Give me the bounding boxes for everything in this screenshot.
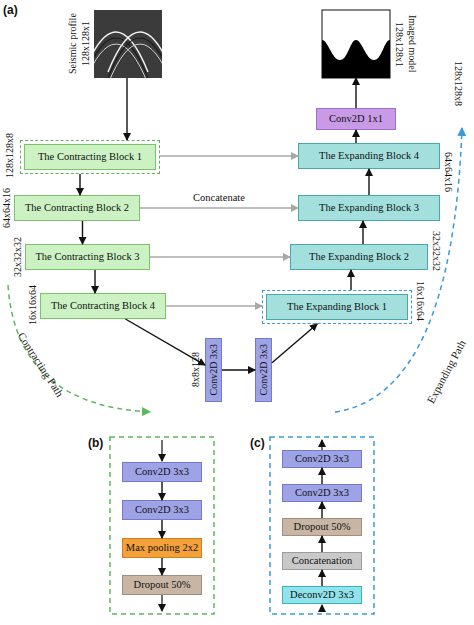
block-text: Conv2D 3x3 — [295, 487, 349, 499]
block-fill: The Expanding Block 1 — [266, 294, 408, 320]
block-text: The Contracting Block 4 — [51, 300, 155, 312]
conv-box: Conv2D 3x3 — [122, 500, 202, 520]
dimension-label: 32x32x32 — [12, 232, 24, 282]
output-stub — [161, 595, 162, 611]
block-text: The Contracting Block 3 — [35, 251, 139, 263]
flow-arrow — [272, 324, 317, 363]
model-background — [322, 10, 390, 78]
flow-arrow — [161, 558, 162, 575]
seismic-profile: Seismic profile128x128x1 — [94, 10, 162, 78]
path-label: Expanding Path — [421, 331, 474, 414]
block-text: The Expanding Block 3 — [319, 202, 419, 214]
conv-box: Conv2D 3x3 — [122, 462, 202, 482]
skip-connector — [150, 256, 290, 258]
block-text: Conv2D 3x3 — [135, 504, 189, 516]
block-text: Concatenation — [292, 555, 353, 567]
flow-arrow — [350, 270, 351, 290]
dimension-label: 128x128x8 — [452, 55, 464, 111]
contracting-block: The Contracting Block 3 — [25, 244, 150, 270]
flow-arrow — [82, 221, 83, 244]
flow-arrow — [362, 221, 363, 244]
input-stub — [161, 440, 162, 461]
contracting-block: The Contracting Block 2 — [14, 195, 140, 221]
flow-arrow — [79, 174, 80, 195]
block-text: The Expanding Block 4 — [319, 150, 419, 162]
panel-label: (b) — [88, 436, 110, 450]
conv-box: Conv2D 3x3 — [282, 484, 362, 502]
flow-arrow — [222, 369, 255, 370]
deconv-box: Deconv2D 3x3 — [282, 586, 362, 604]
model-layer — [322, 40, 390, 78]
block-text: Conv2D 3x3 — [259, 344, 269, 395]
panel-label: (c) — [250, 436, 272, 450]
expanding-block: The Expanding Block 2 — [290, 244, 428, 270]
panel-outline — [270, 437, 374, 614]
imaged-model: Imaged model128x128x1 — [322, 10, 390, 78]
image-caption: 128x128x1 — [393, 10, 406, 78]
dimension-label: 16x16x64 — [27, 280, 39, 330]
block-text: Max pooling 2x2 — [126, 542, 198, 554]
flow-arrow — [355, 130, 356, 143]
dimension-label: 32x32x32 — [430, 226, 442, 276]
block-text: Dropout 50% — [134, 579, 191, 591]
output-stub — [321, 440, 322, 450]
skip-connector — [160, 155, 298, 157]
expanding-block: The Expanding Block 3 — [298, 195, 440, 221]
conv-bar: Conv2D 3x3 — [255, 338, 272, 402]
flow-arrow — [368, 169, 369, 195]
flow-arrow — [355, 78, 356, 108]
dropout-box: Dropout 50% — [122, 575, 202, 595]
diffraction-curves — [94, 32, 162, 78]
flow-arrow — [321, 536, 322, 552]
model-image — [322, 10, 390, 78]
conv-bar: Conv2D 3x3 — [205, 338, 222, 402]
block-text: Conv2D 3x3 — [295, 453, 349, 465]
block-text: Conv2D 3x3 — [209, 344, 219, 395]
dimension-label: 64x64x16 — [442, 146, 454, 198]
block-text: The Contracting Block 1 — [38, 151, 142, 163]
panel-outline — [110, 437, 214, 614]
block-text: Conv2D 3x3 — [135, 466, 189, 478]
flow-arrow — [161, 482, 162, 500]
conv-box: Conv2D 3x3 — [282, 450, 362, 468]
block-text: Deconv2D 3x3 — [290, 589, 354, 601]
dimension-label: 16x16x64 — [414, 276, 426, 326]
flow-arrow — [321, 468, 322, 484]
dimension-label: 8x8x128 — [190, 340, 202, 400]
flow-arrow — [161, 520, 162, 538]
block-text: Dropout 50% — [294, 521, 351, 533]
image-caption: Imaged model — [406, 10, 419, 78]
panel-label: (a) — [3, 3, 33, 17]
expanding-block: The Expanding Block 4 — [298, 143, 440, 169]
seismic-image — [84, 10, 172, 84]
block-text: Conv2D 1x1 — [329, 113, 383, 125]
input-stub — [321, 605, 322, 612]
block-text: The Contracting Block 2 — [25, 202, 129, 214]
conv-box: Conv2D 1x1 — [316, 108, 396, 130]
concat-box: Concatenation — [282, 552, 362, 570]
block-fill: The Contracting Block 1 — [24, 144, 156, 170]
flow-arrow — [321, 502, 322, 518]
skip-connector — [166, 305, 262, 307]
edge-label: Concatenate — [169, 191, 269, 205]
block-text: The Expanding Block 2 — [309, 251, 409, 263]
contracting-block: The Contracting Block 1 — [20, 140, 160, 174]
expanding-block: The Expanding Block 1 — [262, 290, 412, 324]
dimension-label: 128x128x8 — [4, 130, 16, 182]
path-label: Contracting Path — [10, 323, 71, 406]
flow-arrow — [126, 78, 127, 140]
pooling-box: Max pooling 2x2 — [122, 538, 202, 558]
flow-arrow — [321, 570, 322, 586]
skip-connector — [140, 207, 298, 209]
flow-arrow — [94, 270, 95, 293]
block-text: The Expanding Block 1 — [287, 301, 387, 313]
dimension-label: 64x64x16 — [1, 183, 13, 233]
dropout-box: Dropout 50% — [282, 518, 362, 536]
image-caption: Seismic profile — [66, 10, 79, 78]
contracting-block: The Contracting Block 4 — [40, 293, 166, 319]
image-caption: 128x128x1 — [79, 10, 92, 78]
